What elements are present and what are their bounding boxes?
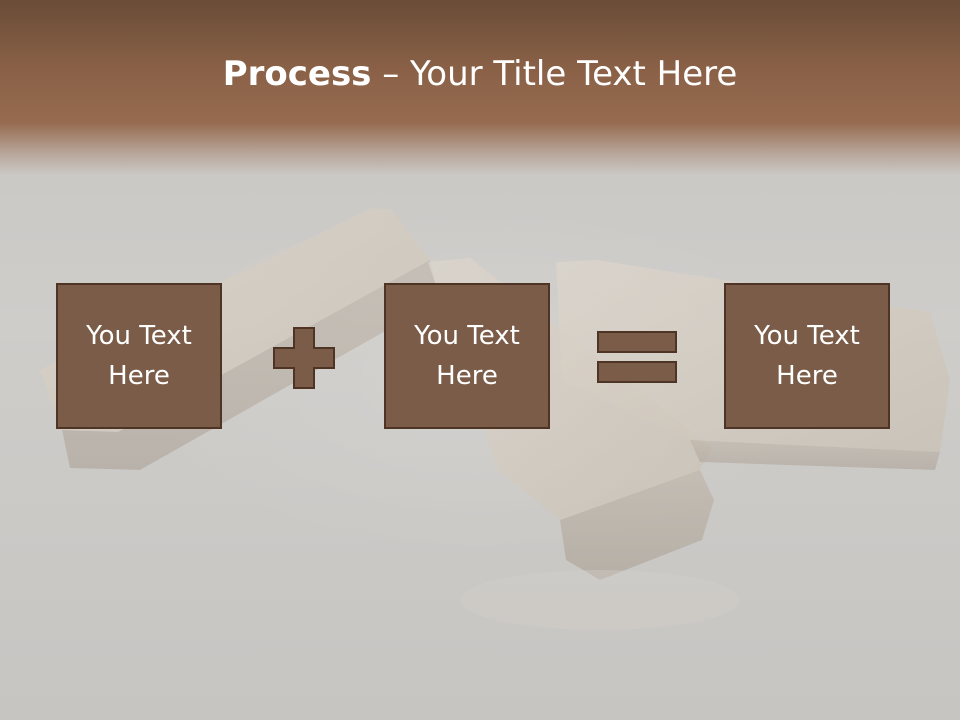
text-box-1[interactable]: You Text Here — [56, 283, 222, 429]
slide-title: Process – Your Title Text Here — [0, 52, 960, 96]
text-box-1-label: You Text Here — [86, 321, 192, 391]
equals-icon — [597, 331, 677, 383]
plus-icon — [273, 327, 335, 389]
title-rest: – Your Title Text Here — [371, 54, 738, 94]
text-box-2[interactable]: You Text Here — [384, 283, 550, 429]
text-box-3-label: You Text Here — [754, 321, 860, 391]
text-box-2-label: You Text Here — [414, 321, 520, 391]
title-bold: Process — [222, 54, 372, 94]
text-box-3[interactable]: You Text Here — [724, 283, 890, 429]
title-bar — [0, 0, 960, 175]
